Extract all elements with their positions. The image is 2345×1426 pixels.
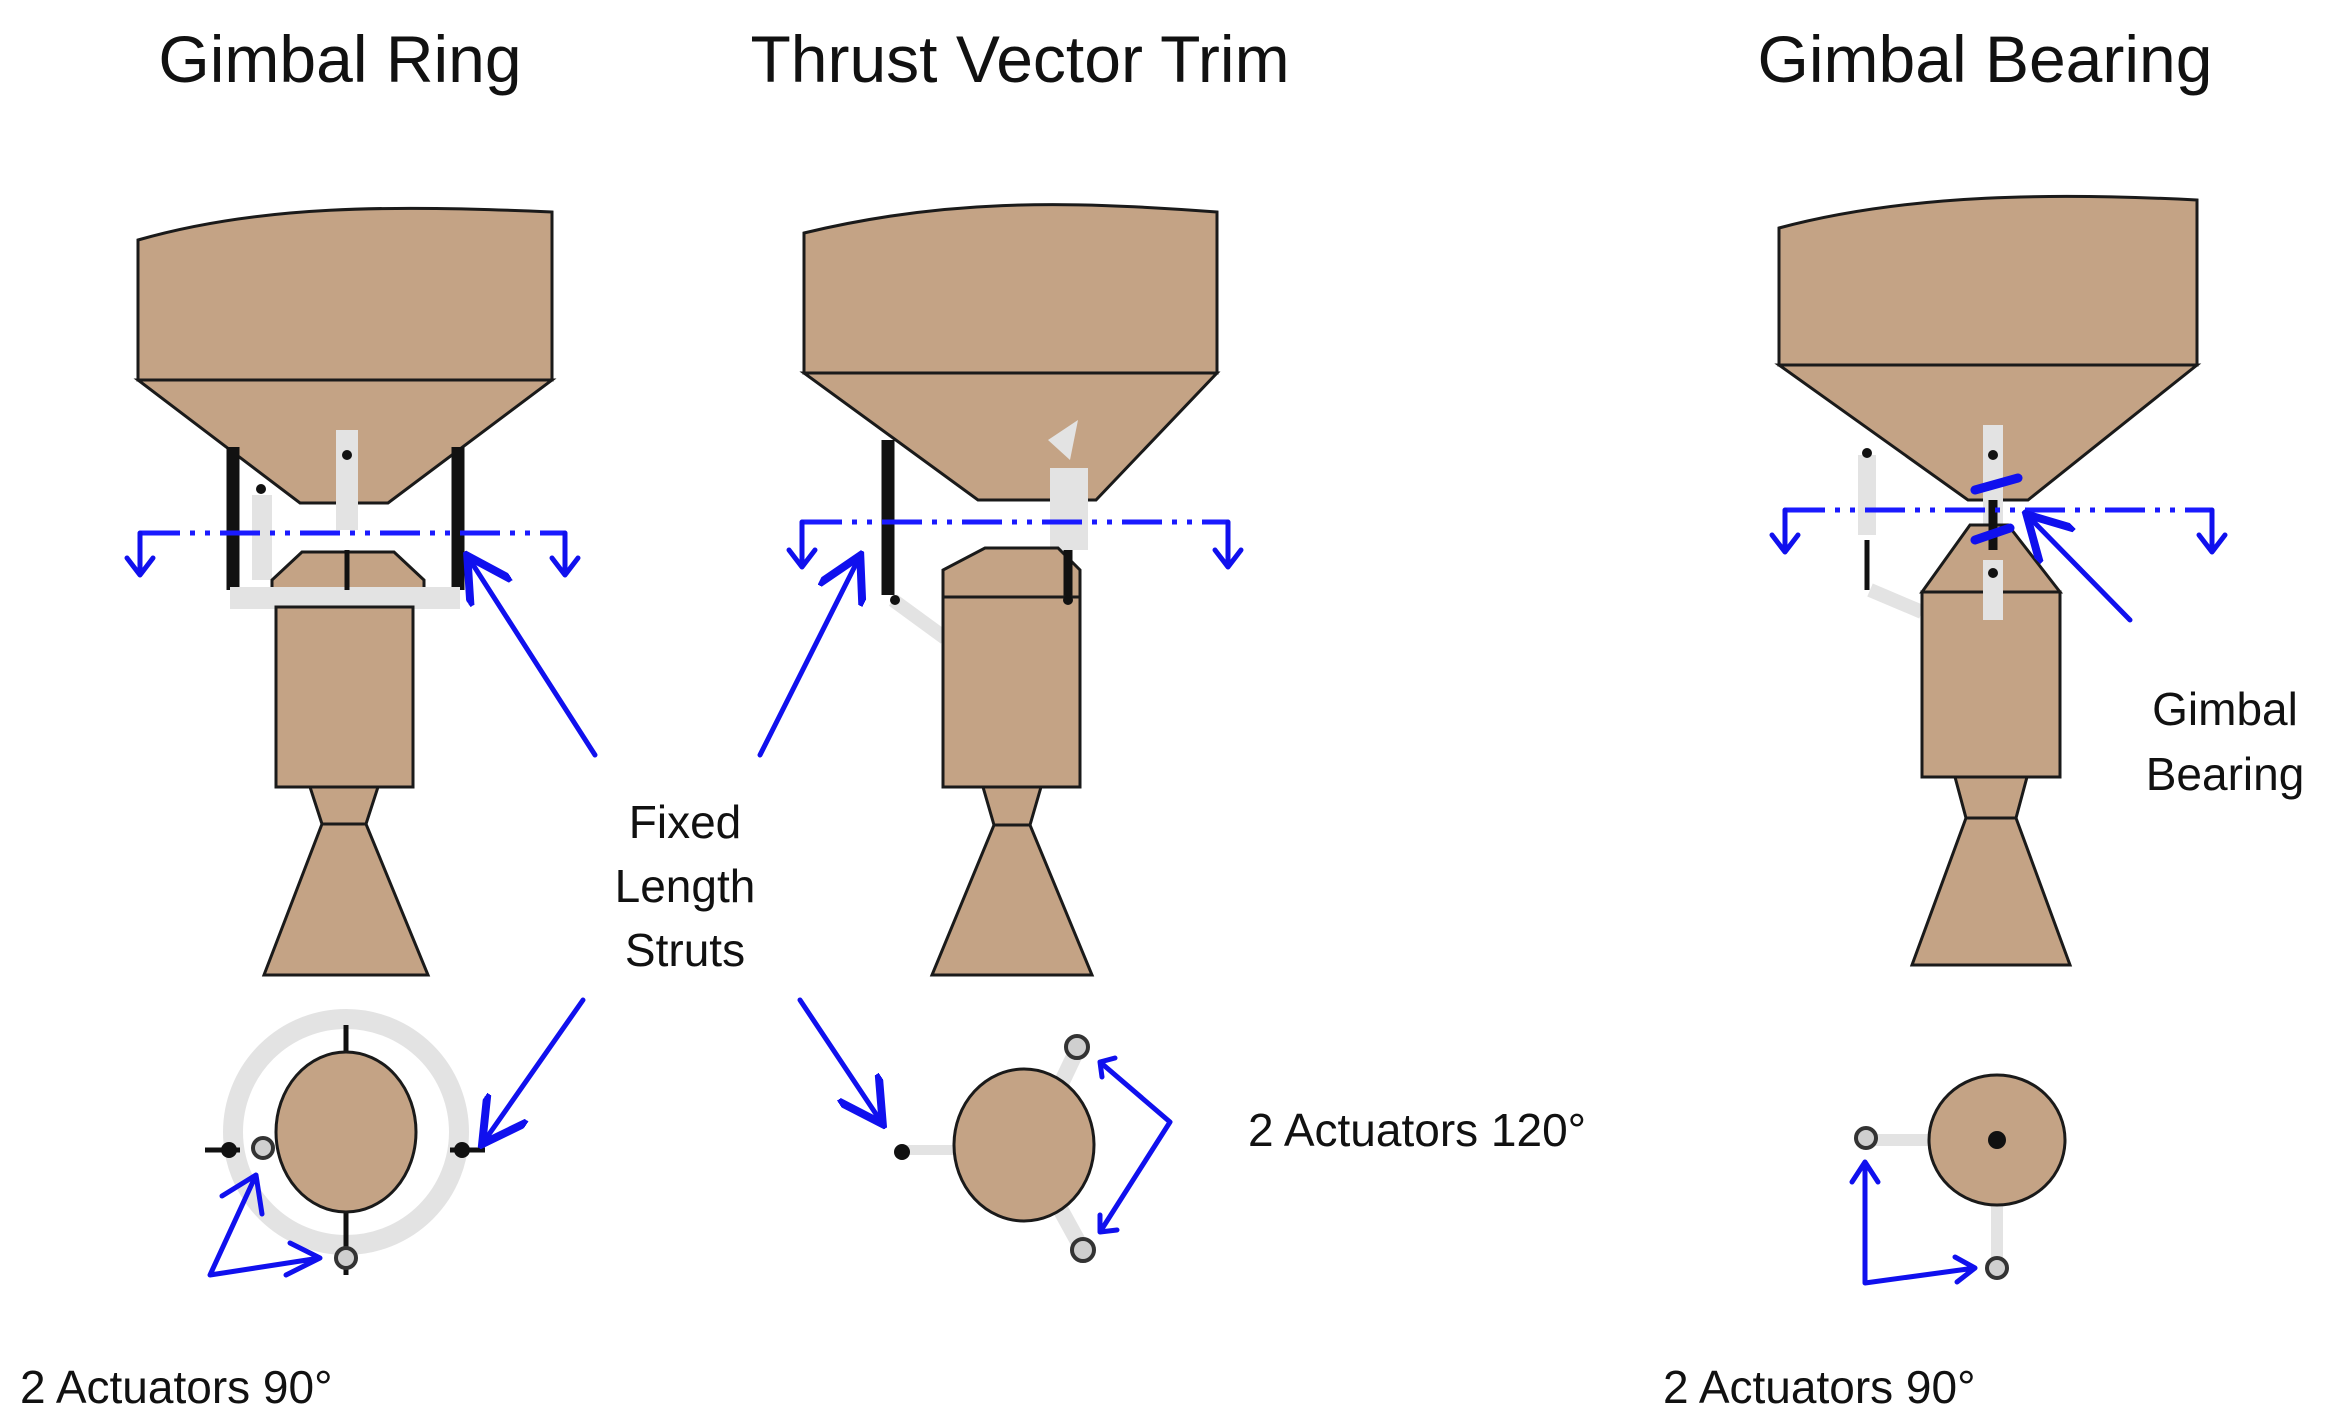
engine-chamber xyxy=(274,605,415,789)
strut-arrow-trim-side xyxy=(757,560,858,758)
engine-nozzle xyxy=(261,822,431,977)
caption-thrust-vector-trim: 2 Actuators 120° xyxy=(1248,1104,1586,1156)
pivot-point xyxy=(256,484,266,494)
gimbal-bearing-side-view xyxy=(1769,194,2228,967)
thrust-vector-trim-end-view xyxy=(894,1034,1173,1263)
engine-nozzle xyxy=(1909,816,2073,967)
actuator-bracket-top xyxy=(1048,420,1078,460)
engine-throat xyxy=(981,785,1043,827)
strut-pin xyxy=(1063,595,1073,605)
pivot-point xyxy=(1862,448,1872,458)
actuator-attach-bottom xyxy=(334,1246,358,1270)
axis-end-arrow-left xyxy=(124,530,156,578)
strut-anchor xyxy=(894,1144,910,1160)
engine-throat xyxy=(1953,775,2029,820)
callout-text-line-1: Fixed xyxy=(629,796,741,848)
callout-text-line-2: Length xyxy=(615,860,756,912)
axis-end-arrow-right xyxy=(549,530,581,578)
tank-cone xyxy=(799,371,1221,502)
actuator-pointer-arrows xyxy=(1849,1159,1978,1286)
strut-arrow-ring-side xyxy=(470,560,598,758)
engine-cross-section xyxy=(952,1067,1096,1223)
strut-foot xyxy=(1867,583,1925,619)
gimbal-bearing-label-line-1: Gimbal xyxy=(2152,683,2298,735)
actuator-lower xyxy=(252,495,272,580)
panel-title-thrust-vector-trim: Thrust Vector Trim xyxy=(750,22,1289,96)
actuator-attach-top xyxy=(1064,1034,1090,1060)
pivot-point xyxy=(342,450,352,460)
axis-end-arrow-left xyxy=(786,519,818,570)
gimbal-bearing-pointer-arrow xyxy=(2030,518,2133,623)
gimbal-ring-end-view xyxy=(205,1009,485,1278)
strut-arrow-ring-end xyxy=(485,997,586,1140)
actuator-attach-left xyxy=(251,1136,275,1160)
gimbal-bearing-end-view xyxy=(1849,1073,2067,1286)
engine-throat xyxy=(307,785,381,826)
gimbal-bearing-label-line-2: Bearing xyxy=(2146,748,2305,800)
actuator-attach-bottom xyxy=(1985,1256,2009,1280)
engine-cross-section xyxy=(274,1050,418,1214)
actuator-upper xyxy=(1050,468,1088,550)
propellant-tank xyxy=(136,206,554,382)
pivot-point xyxy=(1988,450,1998,460)
axis-end-arrow-right xyxy=(1212,519,1244,570)
axis-end-arrow-right xyxy=(2196,507,2228,555)
gimbal-bearing-marker xyxy=(1970,473,2023,545)
bearing-center xyxy=(1988,1131,2006,1149)
actuator-attach-bottom xyxy=(1070,1237,1096,1263)
strut-foot xyxy=(888,594,950,644)
actuator-left xyxy=(1858,455,1876,535)
thrust-vector-trim-side-view xyxy=(786,203,1244,977)
actuator-link-bottom xyxy=(1050,1201,1088,1249)
actuator-upper xyxy=(336,430,358,530)
caption-gimbal-ring: 2 Actuators 90° xyxy=(20,1361,332,1413)
engine-dome xyxy=(941,546,1082,599)
actuator-pointer-arrows xyxy=(1097,1055,1173,1235)
panel-title-gimbal-ring: Gimbal Ring xyxy=(158,22,521,96)
engine-nozzle xyxy=(929,823,1095,977)
panel-title-gimbal-bearing: Gimbal Bearing xyxy=(1758,22,2213,96)
actuator-lower xyxy=(1983,560,2003,620)
axis-end-arrow-left xyxy=(1769,507,1801,555)
propellant-tank xyxy=(1777,194,2199,367)
strut-arrow-trim-end xyxy=(797,997,880,1120)
pivot-point xyxy=(1988,568,1998,578)
fixed-length-struts-callout: Fixed Length Struts xyxy=(470,560,880,1140)
caption-gimbal-bearing: 2 Actuators 90° xyxy=(1663,1361,1975,1413)
strut-pin xyxy=(890,595,900,605)
actuator-attach-left xyxy=(1854,1126,1878,1150)
gimbal-ring-side-view xyxy=(124,206,581,977)
actuator-pointer-arrows xyxy=(207,1172,323,1278)
engine-chamber xyxy=(941,595,1082,789)
strut-anchor-right xyxy=(454,1142,470,1158)
propellant-tank xyxy=(802,203,1219,375)
callout-text-line-3: Struts xyxy=(625,924,745,976)
strut-anchor-left xyxy=(221,1142,237,1158)
